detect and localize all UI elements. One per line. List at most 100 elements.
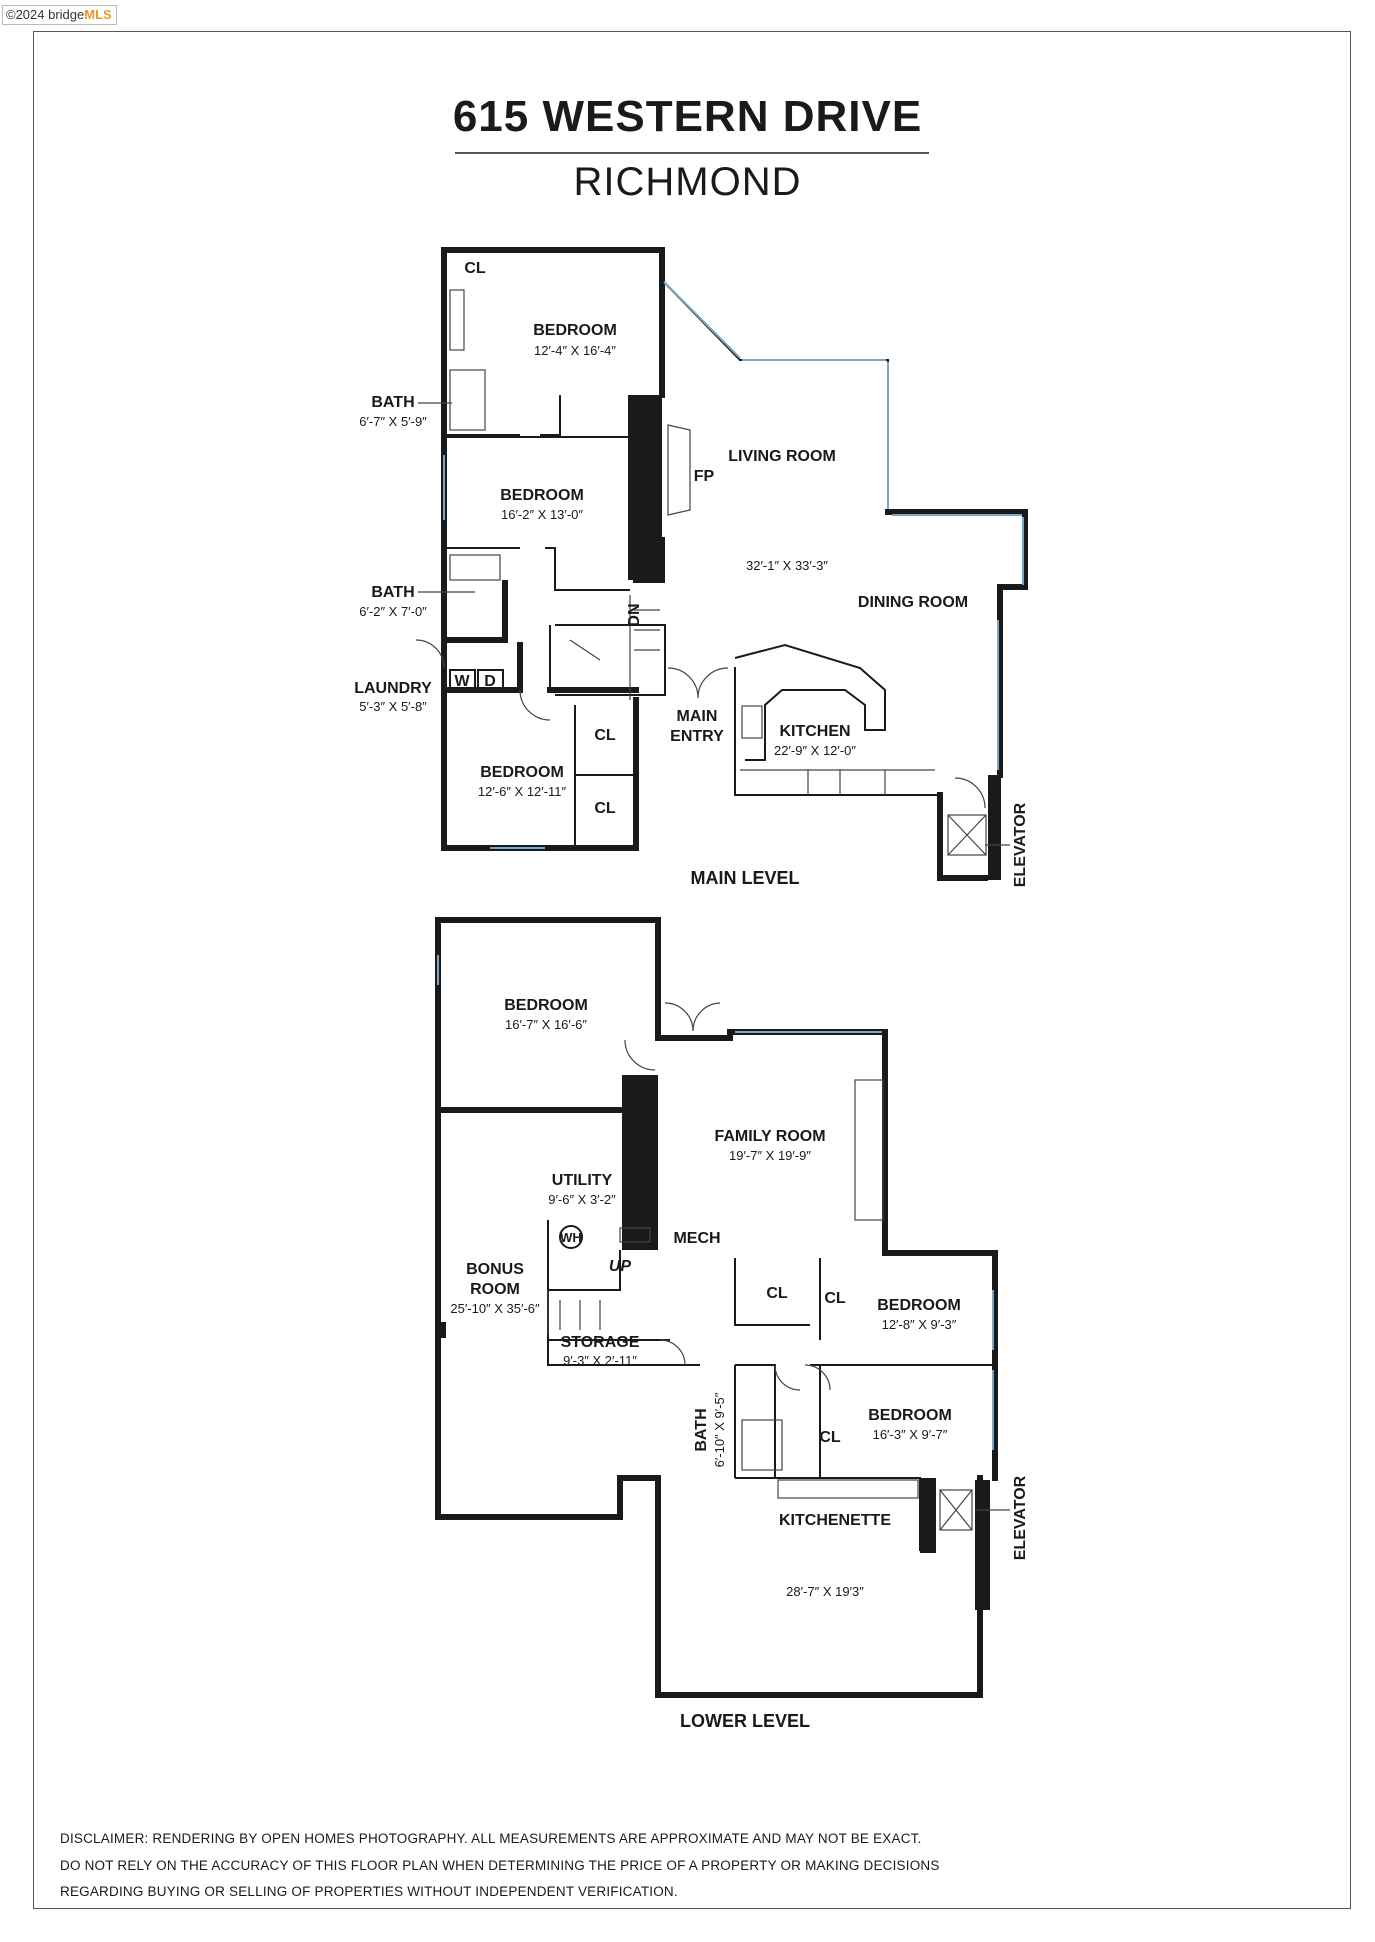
- water-heater: [559, 1225, 583, 1249]
- main-windows: [443, 455, 545, 849]
- lower-patio-doors: [664, 1002, 721, 1032]
- mech-label: MECH: [673, 1230, 720, 1247]
- family-room-size: 19′-7″ X 19′-9″: [729, 1148, 811, 1163]
- lower-closet-label-3: CL: [819, 1429, 841, 1446]
- lower-closet-walls: [734, 1258, 821, 1340]
- lower-bedroom2-name: BEDROOM: [877, 1297, 961, 1314]
- fireplace-chimney: [628, 395, 662, 580]
- kitchen-name: KITCHEN: [779, 723, 850, 740]
- kitchenette-pillar: [920, 1478, 936, 1553]
- mech-unit: [619, 1227, 651, 1243]
- storage-door: [659, 1339, 686, 1366]
- lower-elevator-car: [939, 1489, 973, 1531]
- bedroom3-door: [519, 689, 551, 721]
- main-north-wall: [441, 247, 665, 398]
- main-bedroom1-name: BEDROOM: [533, 322, 617, 339]
- bedroom2-partition: [444, 547, 630, 591]
- disclaimer: DISCLAIMER: RENDERING BY OPEN HOMES PHOT…: [60, 1826, 940, 1906]
- utility-wall: [548, 1250, 621, 1291]
- main-entry-label-1: MAIN: [677, 708, 718, 725]
- washer-label: W: [454, 673, 470, 690]
- vanity-sinks: [449, 289, 465, 351]
- lower-chimney: [622, 1075, 658, 1250]
- main-elevator-label: ELEVATOR: [1012, 802, 1029, 887]
- disclaimer-line-2: DO NOT RELY ON THE ACCURACY OF THIS FLOO…: [60, 1857, 940, 1873]
- lower-bedroom3-size: 16′-3″ X 9′-7″: [873, 1427, 948, 1442]
- main-bath2-name: BATH: [371, 584, 414, 601]
- lower-bath-tub: [741, 1419, 783, 1471]
- lower-bedroom-bath-walls: [734, 1364, 995, 1478]
- utility-name: UTILITY: [552, 1172, 613, 1189]
- stairs-up-label: UP: [609, 1258, 632, 1275]
- main-bedroom3-name: BEDROOM: [480, 764, 564, 781]
- living-room-name: LIVING ROOM: [728, 448, 836, 465]
- main-bath1-name: BATH: [371, 394, 414, 411]
- main-bath2-size: 6′-2″ X 7′-0″: [359, 604, 427, 619]
- lower-east-wall: [655, 1029, 998, 1481]
- kitchenette-counter: [777, 1479, 919, 1499]
- bonus-room-name-2: ROOM: [470, 1281, 520, 1298]
- dining-room-name: DINING ROOM: [858, 594, 968, 611]
- disclaimer-line-1: DISCLAIMER: RENDERING BY OPEN HOMES PHOT…: [60, 1831, 922, 1846]
- main-bedroom2-size: 16′-2″ X 13′-0″: [501, 507, 583, 522]
- family-room-hearth: [854, 1079, 884, 1221]
- laundry-wall: [441, 642, 639, 693]
- lower-bath-name: BATH: [693, 1408, 710, 1451]
- lower-bedroom3-name: BEDROOM: [868, 1407, 952, 1424]
- elevator-door: [954, 777, 986, 809]
- living-room-windows: [663, 281, 889, 510]
- dining-east-wall: [885, 509, 1028, 778]
- disclaimer-line-3: REGARDING BUYING OR SELLING OF PROPERTIE…: [60, 1884, 678, 1899]
- page-frame: [33, 31, 1351, 1909]
- main-closet-label-3: CL: [594, 800, 616, 817]
- elevator-shaft-east: [988, 775, 1001, 880]
- lower-level-plan: BEDROOM 16′-7″ X 16′-6″ FAMILY ROOM 19′-…: [435, 917, 1029, 1731]
- main-laundry-size: 5′-3″ X 5′-8″: [359, 699, 427, 714]
- watermark-copyright: ©2024 bridge: [6, 7, 85, 22]
- storage-name: STORAGE: [561, 1334, 640, 1351]
- stairs-down-label: DN: [626, 603, 643, 626]
- closet-walls: [574, 705, 636, 848]
- kitchen-size: 22′-9″ X 12′-0″: [774, 743, 856, 758]
- main-entry-doors: [667, 667, 729, 699]
- water-heater-label: WH: [560, 1230, 582, 1245]
- elevator-car: [947, 814, 987, 856]
- kitchen-wall: [734, 667, 941, 878]
- bath1-shower: [449, 369, 486, 431]
- kitchen-island: [734, 643, 886, 761]
- elevator-shaft-west: [937, 792, 988, 881]
- stair-box: [549, 624, 666, 696]
- title-divider: [455, 152, 929, 154]
- lower-bedroom1-name: BEDROOM: [504, 997, 588, 1014]
- cl-hall-wall: [633, 537, 665, 583]
- storage-size: 9′-3″ X 2′-11″: [563, 1353, 637, 1368]
- page-title: 615 WESTERN DRIVE: [452, 92, 923, 141]
- kitchen-range: [741, 705, 763, 739]
- bath1-partition: [444, 395, 630, 438]
- bath2-wall: [441, 580, 508, 643]
- main-level-label: MAIN LEVEL: [690, 868, 799, 888]
- main-entry-label-2: ENTRY: [670, 728, 724, 745]
- lower-bedroom-door: [624, 1039, 656, 1071]
- main-level-plan: CL BEDROOM 12′-4″ X 16′-4″ BATH 6′-7″ X …: [354, 247, 1029, 888]
- utility-storage-walls: [547, 1220, 700, 1366]
- lower-closet-label-1: CL: [766, 1285, 788, 1302]
- main-stairs: [569, 595, 660, 700]
- dryer-label: D: [484, 673, 496, 690]
- fireplace-label: FP: [694, 468, 715, 485]
- living-room-size: 32′-1″ X 33′-3″: [746, 558, 828, 573]
- lower-elevator-label: ELEVATOR: [1012, 1475, 1029, 1560]
- lower-hall-doors: [774, 1364, 831, 1391]
- lower-bedroom1-size: 16′-7″ X 16′-6″: [505, 1017, 587, 1032]
- page-subtitle: RICHMOND: [573, 160, 802, 204]
- kitchen-counters: [740, 769, 935, 795]
- washer: [449, 669, 476, 691]
- watermark-brand: MLS: [84, 7, 112, 22]
- lower-windows: [437, 955, 994, 1450]
- lower-closet-label-2: CL: [824, 1290, 846, 1307]
- bonus-room-name-1: BONUS: [466, 1261, 524, 1278]
- fireplace-hearth: [667, 424, 691, 516]
- lower-bedroom-north-wall: [435, 917, 661, 1041]
- lower-elevator-shaft: [975, 1480, 990, 1610]
